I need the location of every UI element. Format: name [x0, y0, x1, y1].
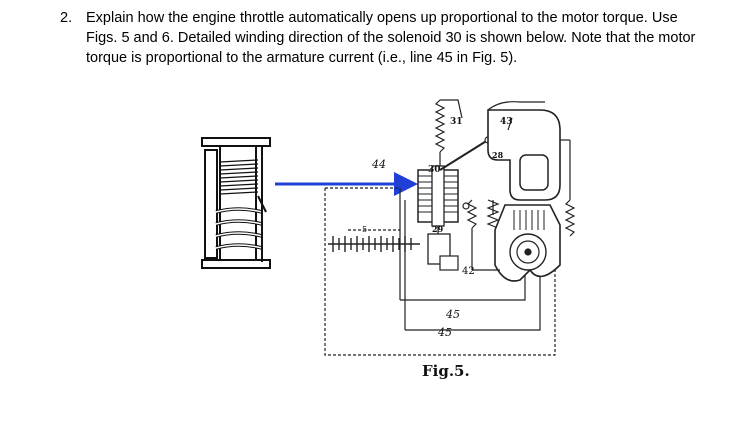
question-line-3: torque is proportional to the armature c… — [86, 50, 518, 66]
label-28: 28 — [492, 150, 504, 160]
label-45-lower: 45 — [437, 326, 452, 339]
solenoid-winding-detail — [201, 137, 271, 269]
label-5: 5 — [362, 225, 367, 234]
label-42: 42 — [462, 266, 475, 277]
label-31: 31 — [450, 117, 463, 127]
label-45-upper: 45 — [445, 308, 460, 321]
question-block: 2. Explain how the engine throttle autom… — [60, 8, 740, 68]
label-30: 30 — [428, 165, 441, 175]
question-text: Explain how the engine throttle automati… — [86, 8, 740, 68]
fig5-schematic — [324, 99, 576, 356]
figure-caption: Fig.5. — [422, 362, 470, 380]
question-line-1: Explain how the engine throttle automati… — [86, 10, 678, 26]
question-line-2: Figs. 5 and 6. Detailed winding directio… — [86, 30, 696, 46]
label-43: 43 — [500, 117, 513, 127]
question-number: 2. — [60, 10, 73, 26]
label-29: 29 — [432, 224, 444, 234]
label-44: 44 — [371, 158, 386, 171]
